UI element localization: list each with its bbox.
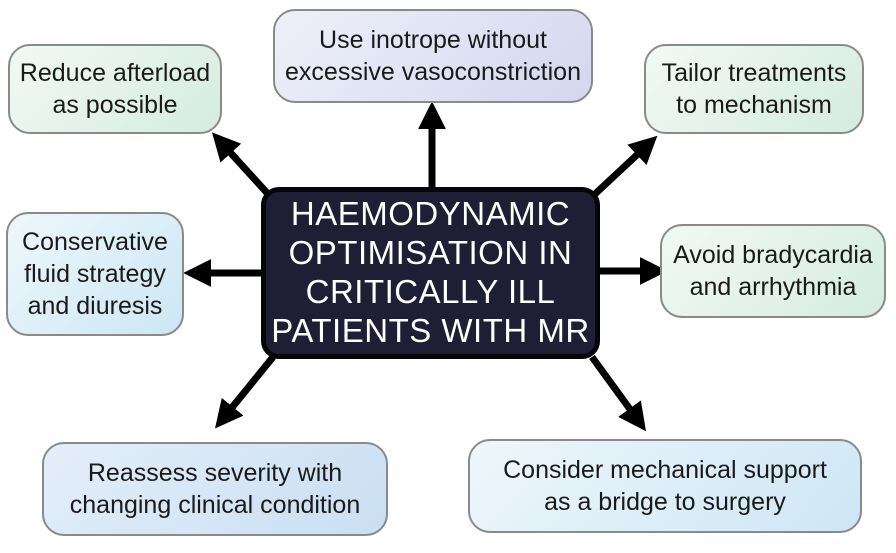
arrow-to-bottom-left xyxy=(215,354,276,429)
arrow-to-top-right xyxy=(592,135,658,197)
node-reassess-severity: Reassess severity with changing clinical… xyxy=(42,442,388,536)
arrow-to-top-left xyxy=(211,132,271,197)
node-avoid-bradycardia: Avoid bradycardia and arrhythmia xyxy=(660,224,886,318)
node-tailor-treatments: Tailor treatments to mechanism xyxy=(644,44,864,134)
arrow-to-bottom-right xyxy=(589,354,646,432)
node-use-inotrope: Use inotrope without excessive vasoconst… xyxy=(273,9,593,103)
central-topic-box: HAEMODYNAMIC OPTIMISATION IN CRITICALLY … xyxy=(261,187,600,359)
node-conservative-fluid: Conservative fluid strategy and diuresis xyxy=(6,212,184,336)
node-consider-mechanical-support: Consider mechanical support as a bridge … xyxy=(468,439,862,533)
node-reduce-afterload: Reduce afterload as possible xyxy=(8,44,222,134)
